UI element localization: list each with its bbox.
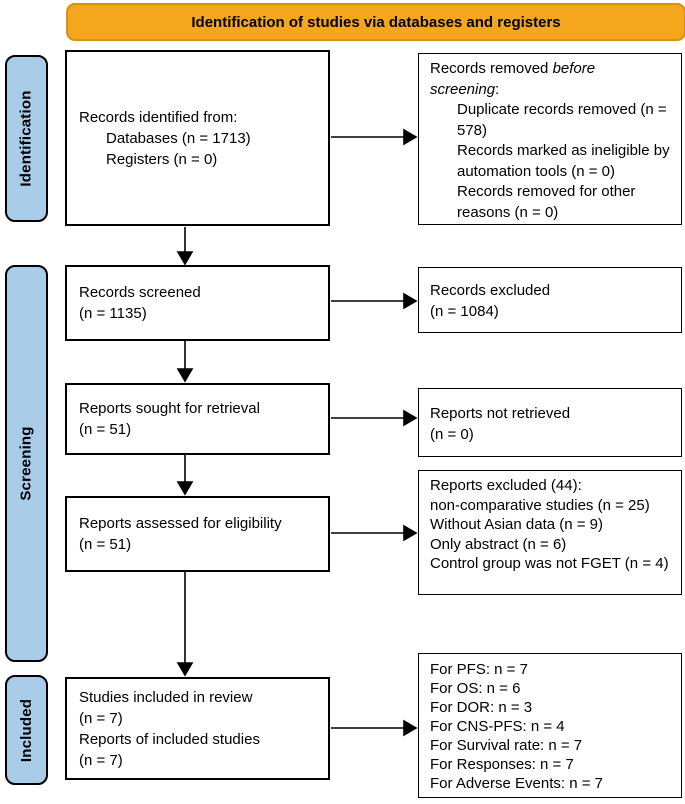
text-line: Registers (n = 0) — [106, 150, 218, 168]
text-line: For Survival rate: n = 7 — [430, 737, 583, 754]
stage-included: Included — [5, 675, 48, 785]
text-line: (n = 51) — [79, 421, 132, 438]
arrow-sought-to-assessed — [176, 455, 194, 496]
text-line: (n = 1084) — [430, 303, 499, 320]
arrow-identified-to-removed — [331, 128, 418, 146]
stage-identification: Identification — [5, 55, 48, 222]
text-line: (n = 1135) — [79, 305, 147, 322]
text-line: Reports excluded (44): — [430, 477, 582, 494]
arrow-assessed-to-included — [176, 572, 194, 677]
text-line: Control group was not FGET (n = 4) — [430, 555, 669, 572]
text-line: Only abstract (n = 6) — [430, 535, 567, 553]
text-line: non-comparative studies (n = 25) — [430, 496, 650, 514]
text-line: Reports sought for retrieval — [79, 400, 260, 417]
arrow-assessed-to-reports-excluded — [331, 524, 418, 542]
text-line: Reports of included studies — [79, 730, 260, 748]
text-line: (n = 0) — [430, 425, 474, 443]
text-line: For PFS: n = 7 — [430, 661, 528, 678]
box-outcome-counts: For PFS: n = 7 For OS: n = 6 For DOR: n … — [418, 653, 682, 798]
text-segment: : — [495, 80, 500, 98]
box-records-removed-before-screening: Records removed before screening: Duplic… — [418, 53, 682, 225]
arrow-identified-to-screened — [176, 227, 194, 266]
stage-screening: Screening — [5, 265, 48, 662]
text-line: Without Asian data (n = 9) — [430, 516, 604, 533]
box-reports-not-retrieved: Reports not retrieved (n = 0) — [418, 388, 682, 457]
text-line: Studies included in review — [79, 688, 253, 706]
stage-included-label: Included — [18, 698, 35, 762]
stage-screening-label: Screening — [18, 426, 36, 501]
text-line: screening: — [430, 80, 673, 101]
box-reports-assessed: Reports assessed for eligibility (n = 51… — [65, 496, 330, 572]
text-line: (n = 7) — [79, 709, 123, 727]
banner-title: Identification of studies via databases … — [191, 13, 561, 31]
banner-identification-via-databases: Identification of studies via databases … — [66, 3, 685, 41]
text-line: For DOR: n = 3 — [430, 699, 533, 716]
text-line: Records identified from: — [79, 108, 238, 126]
box-records-screened: Records screened (n = 1135) — [65, 265, 330, 341]
text-line: Reports assessed for eligibility — [79, 515, 282, 532]
arrow-screened-to-sought — [176, 341, 194, 383]
stage-identification-label: Identification — [18, 90, 36, 187]
text-line: For Responses: n = 7 — [430, 756, 574, 773]
text-line: Records screened — [79, 284, 201, 301]
text-segment-italic: screening — [430, 80, 496, 98]
text-line: Reports not retrieved — [430, 404, 571, 422]
arrow-screened-to-excluded — [331, 292, 418, 310]
text-line: For Adverse Events: n = 7 — [430, 775, 604, 792]
box-studies-included: Studies included in review (n = 7) Repor… — [65, 677, 330, 780]
text-line: For CNS-PFS: n = 4 — [430, 718, 565, 735]
text-segment: Records removed — [430, 60, 553, 77]
text-line: (n = 51) — [79, 536, 132, 553]
text-line: Records marked as ineligible by automati… — [457, 142, 670, 180]
text-line: (n = 7) — [79, 751, 123, 769]
box-records-excluded: Records excluded (n = 1084) — [418, 267, 682, 333]
box-reports-sought: Reports sought for retrieval (n = 51) — [65, 383, 330, 455]
arrow-included-to-outcomes — [331, 719, 418, 737]
text-line: Records removed before — [430, 59, 673, 80]
text-line: Duplicate records removed (n = 578) — [457, 101, 667, 139]
text-line: Records excluded — [430, 282, 551, 299]
text-segment-italic: before — [552, 60, 596, 77]
text-line: Databases (n = 1713) — [106, 129, 251, 147]
text-line: Records removed for other reasons (n = 0… — [457, 183, 636, 221]
box-records-identified: Records identified from: Databases (n = … — [65, 50, 330, 226]
text-line: For OS: n = 6 — [430, 680, 521, 697]
arrow-sought-to-not-retrieved — [331, 409, 418, 427]
box-reports-excluded: Reports excluded (44): non-comparative s… — [418, 470, 682, 595]
